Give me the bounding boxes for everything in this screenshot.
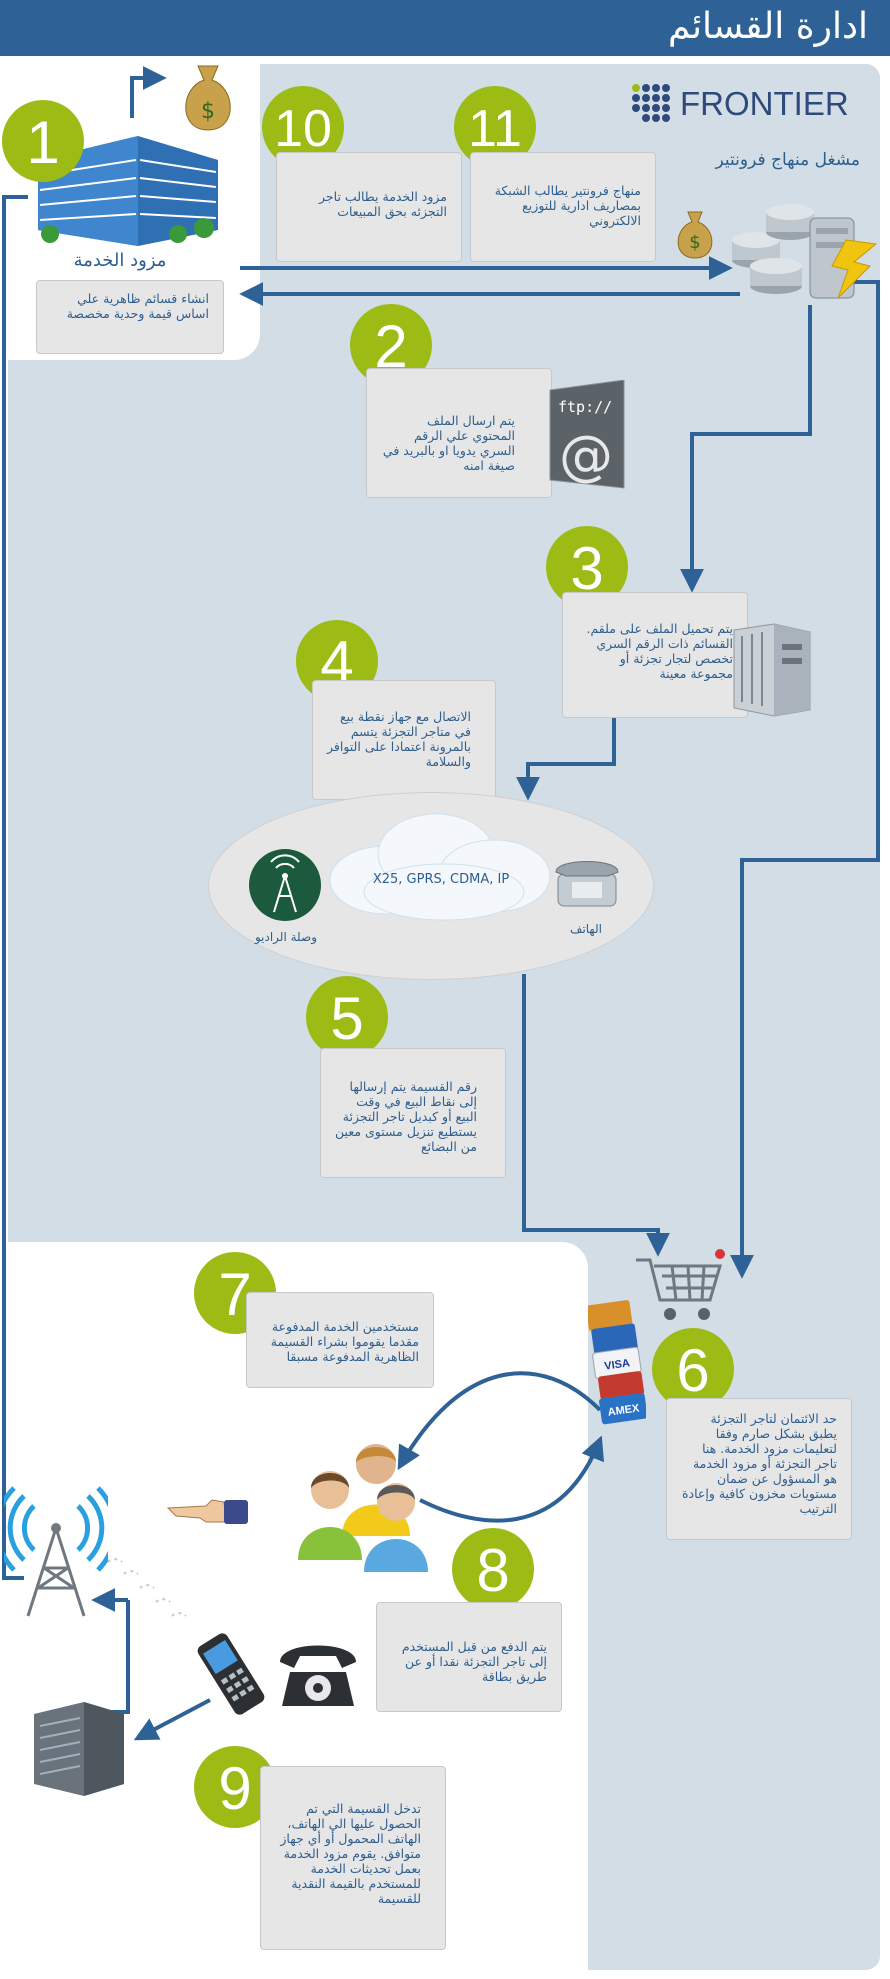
server-rack-icon	[34, 1702, 124, 1796]
step-box-2: يتم ارسال الملف المحتوي علي الرقم السري …	[366, 368, 552, 498]
shopping-cart-icon	[636, 1249, 725, 1320]
mobile-phone-icon	[197, 1633, 265, 1715]
step-box-10: مزود الخدمة يطالب تاجر التجزئه بحق المبي…	[276, 152, 462, 262]
operator-label: مشغل منهاج فرونتير	[715, 150, 860, 170]
step-box-9: تدخل القسيمة التي تم الحصول عليها الي ال…	[260, 1766, 446, 1950]
frontier-logo: FRONTIER	[628, 82, 868, 130]
page-title: ادارة القسائم	[668, 6, 868, 47]
step-badge-1: 1	[2, 100, 84, 182]
pointing-hand-icon	[166, 1499, 248, 1524]
office-building-icon	[38, 136, 218, 246]
at-sign: @	[559, 424, 613, 487]
step-badge-6: 6	[652, 1328, 734, 1410]
provider-label: مزود الخدمة	[73, 250, 167, 271]
server-stack-icon	[732, 204, 878, 299]
desk-phone-icon	[555, 861, 619, 907]
phone-label: الهاتف	[570, 922, 602, 936]
step-badge-5: 5	[306, 976, 388, 1058]
step-box-3: يتم تحميل الملف على ملقم. القسائم ذات ال…	[562, 592, 748, 718]
people-group-icon	[298, 1444, 428, 1572]
ftp-email-icon: ftp:// @	[549, 380, 625, 489]
svg-text:$: $	[689, 232, 700, 253]
money-bag-icon: $	[185, 65, 231, 131]
money-bag-icon: $	[677, 211, 713, 259]
amex-text: AMEX	[607, 1402, 641, 1418]
telephone-icon	[280, 1645, 356, 1706]
step-box-1: انشاء قسائم ظاهرية علي اساس قيمة وحدية م…	[36, 280, 224, 354]
ftp-text: ftp://	[558, 398, 612, 416]
cloud-icon	[329, 813, 551, 921]
svg-text:$: $	[201, 99, 215, 124]
network-protocols: X25, GPRS, CDMA, IP	[372, 872, 510, 887]
radio-label: وصلة الراديو	[254, 930, 318, 944]
credit-cards-icon: VISA AMEX	[588, 1300, 646, 1425]
server-tower-icon	[733, 623, 811, 717]
frontier-dots-icon	[632, 84, 670, 122]
radio-tower-icon	[249, 849, 321, 921]
step-box-7: مستخدمين الخدمة المدفوعة مقدما يقوموا بش…	[246, 1292, 434, 1388]
visa-text: VISA	[604, 1357, 631, 1372]
step-box-8: يتم الدفع من قبل المستخدم إلى تاجر التجز…	[376, 1602, 562, 1712]
step-box-4: الاتصال مع جهاز نقطة بيع في متاجر التجزئ…	[312, 680, 496, 800]
antenna-tower-icon	[4, 1486, 108, 1617]
header-bar: ادارة القسائم	[0, 0, 890, 56]
step-box-6: حد الائتمان لتاجر التجزئة يطبق بشكل صارم…	[666, 1398, 852, 1540]
step-box-11: منهاج فرونتير يطالب الشبكة بمصاريف اداري…	[470, 152, 656, 262]
step-badge-8: 8	[452, 1528, 534, 1610]
step-box-5: رقم القسيمة يتم إرسالها إلى نقاط البيع ف…	[320, 1048, 506, 1178]
frontier-logo-text: FRONTIER	[680, 85, 849, 122]
